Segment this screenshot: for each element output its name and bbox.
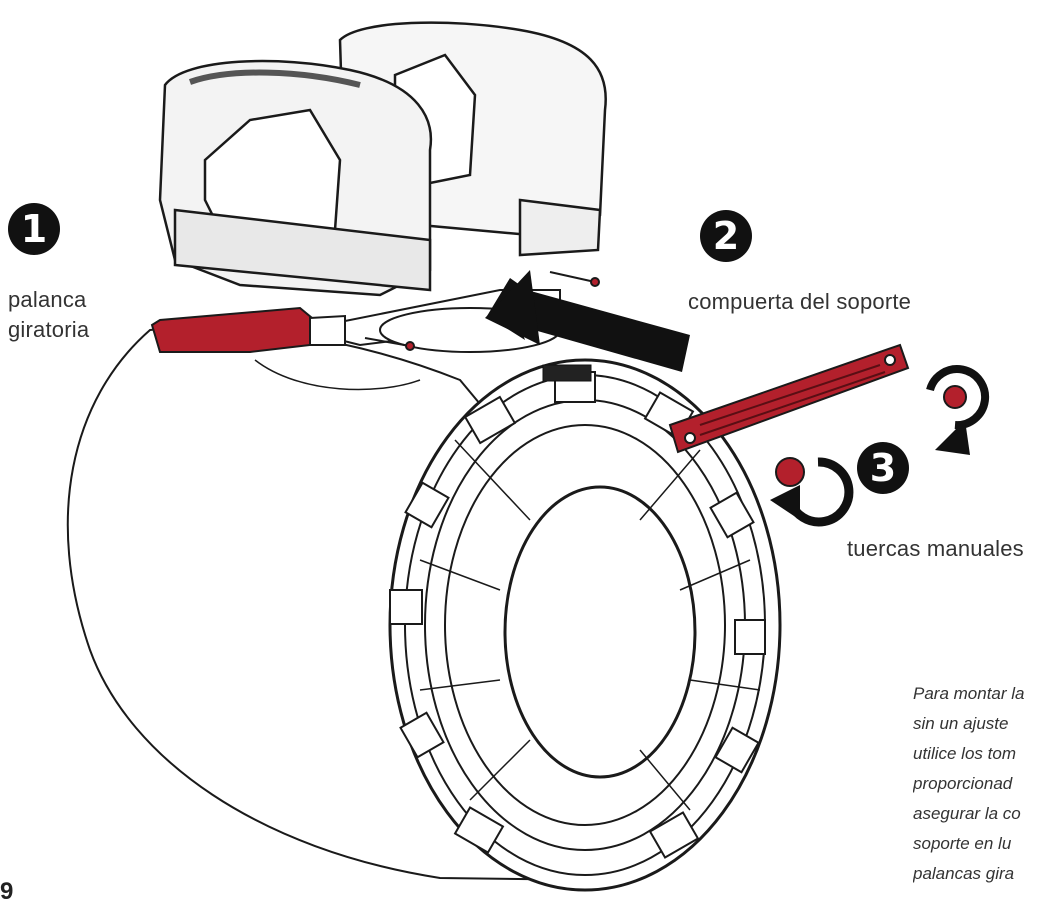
brand-plate — [542, 364, 592, 382]
rotating-lever — [150, 306, 346, 353]
speaker-grille — [388, 358, 782, 892]
gate-bar — [668, 343, 910, 454]
front-clamp — [158, 59, 433, 297]
hand-nut-upper — [926, 365, 990, 455]
step-3-badge: 3 — [857, 442, 909, 494]
insert-arrow-icon — [485, 270, 690, 372]
step-1-badge: 1 — [8, 203, 60, 255]
note-line: palancas gira — [913, 864, 1015, 883]
step-1-label-line-2: giratoria — [8, 317, 90, 342]
note-line: utilice los tom — [913, 744, 1016, 763]
note-line: proporcionad — [913, 774, 1013, 793]
hand-nut-lower — [770, 457, 854, 527]
page-number: 9 — [0, 878, 14, 905]
note-line: Para montar la — [913, 684, 1025, 703]
step-2-label: compuerta del soporte — [688, 289, 912, 314]
step-1-label-line-1: palanca — [8, 287, 87, 312]
note-line: soporte en lu — [913, 834, 1012, 853]
note-line: asegurar la co — [913, 804, 1021, 823]
rotate-arrow-icon — [785, 457, 854, 527]
rotate-arrow-icon — [926, 365, 990, 430]
step-2-badge: 2 — [700, 210, 752, 262]
step-3-label: tuercas manuales — [847, 536, 1024, 561]
clamp-bolts — [364, 271, 600, 351]
note-line: sin un ajuste — [913, 714, 1009, 733]
instruction-note: Para montar la sin un ajuste utilice los… — [913, 679, 1057, 904]
